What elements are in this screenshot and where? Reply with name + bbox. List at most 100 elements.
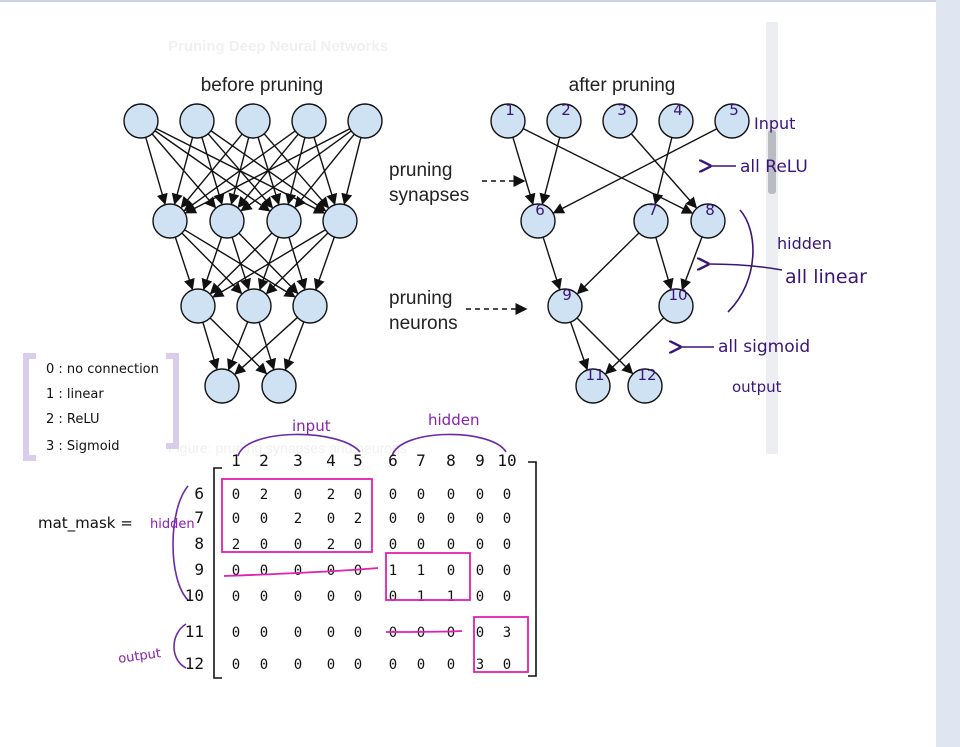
matrix-cell-5-1: 0 bbox=[260, 625, 268, 641]
after-node-4 bbox=[658, 103, 694, 139]
matrix-cell-6-2: 0 bbox=[294, 657, 302, 673]
before-node-0-4 bbox=[347, 103, 383, 139]
matrix-col-header-4: 5 bbox=[353, 451, 363, 470]
all-relu-annotation: all ReLU bbox=[740, 157, 808, 177]
before-node-0-1 bbox=[179, 103, 215, 139]
before-node-2-1 bbox=[236, 288, 272, 324]
matrix-cell-0-2: 0 bbox=[294, 487, 302, 503]
before-node-1-0 bbox=[152, 203, 188, 239]
hidden-group-brace bbox=[391, 433, 507, 457]
after-edges bbox=[512, 127, 718, 375]
before-edge-0-0-0 bbox=[145, 137, 168, 206]
legend-item-0: 0 : no connection bbox=[46, 362, 159, 377]
matrix-cell-2-3: 2 bbox=[327, 537, 335, 553]
faded-figure-title: Pruning Deep Neural Networks bbox=[168, 38, 389, 55]
before-edge-1-0-1 bbox=[181, 232, 243, 295]
before-node-2-2 bbox=[292, 288, 328, 324]
side-panel bbox=[936, 0, 960, 747]
before-edge-2-1-0 bbox=[227, 321, 249, 371]
after-node-2 bbox=[546, 103, 582, 139]
before-edge-0-4-1 bbox=[240, 130, 352, 212]
matrix-cell-5-0: 0 bbox=[232, 625, 240, 641]
matrix-col-header-5: 6 bbox=[388, 451, 398, 470]
legend-left-bracket bbox=[23, 353, 36, 461]
hidden-row-brace bbox=[172, 485, 189, 601]
after-edge-1-8 bbox=[522, 127, 694, 214]
before-edge-1-3-1 bbox=[265, 232, 329, 295]
matrix-col-header-0: 1 bbox=[231, 451, 241, 470]
matrix-col-header-3: 4 bbox=[326, 451, 336, 470]
matrix-cell-0-8: 0 bbox=[476, 487, 484, 503]
matrix-cell-4-1: 0 bbox=[260, 589, 268, 605]
faded-figure-caption: Figure: pruning synapses and neurons bbox=[168, 440, 407, 456]
matrix-row-header-5: 11 bbox=[185, 622, 204, 641]
before-node-0-3 bbox=[291, 103, 327, 139]
after-node-8 bbox=[690, 203, 726, 239]
after-edge-4-7 bbox=[652, 137, 673, 205]
row11-strike bbox=[385, 630, 463, 633]
matrix-col-header-1: 2 bbox=[259, 451, 269, 470]
matrix-cell-0-5: 0 bbox=[389, 487, 397, 503]
matrix-cell-4-6: 1 bbox=[417, 589, 425, 605]
matrix-cell-4-4: 0 bbox=[354, 589, 362, 605]
matrix-cell-3-5: 1 bbox=[389, 563, 397, 579]
after-node-number-5: 5 bbox=[729, 101, 739, 119]
matrix-cell-5-5: 0 bbox=[389, 625, 397, 641]
pruning-neurons-line1: pruning bbox=[389, 288, 452, 309]
matrix-cell-1-7: 0 bbox=[447, 511, 455, 527]
matrix-col-header-6: 7 bbox=[416, 451, 426, 470]
matrix-cell-6-3: 0 bbox=[327, 657, 335, 673]
row9-strike bbox=[223, 567, 379, 577]
after-node-number-6: 6 bbox=[535, 201, 545, 219]
after-node-number-2: 2 bbox=[561, 101, 571, 119]
matrix-col-header-7: 8 bbox=[446, 451, 456, 470]
matrix-cell-1-2: 2 bbox=[294, 511, 302, 527]
matrix-cell-1-9: 0 bbox=[503, 511, 511, 527]
matrix-row-header-6: 12 bbox=[185, 654, 204, 673]
matrix-cell-5-2: 0 bbox=[294, 625, 302, 641]
matrix-cell-4-9: 0 bbox=[503, 589, 511, 605]
matrix-cell-3-4: 0 bbox=[354, 563, 362, 579]
after-node-number-3: 3 bbox=[617, 101, 627, 119]
scrollbar-thumb[interactable] bbox=[768, 130, 776, 194]
after-node-6 bbox=[520, 203, 556, 239]
matrix-cell-3-1: 0 bbox=[260, 563, 268, 579]
before-node-1-3 bbox=[322, 203, 358, 239]
matrix-cell-1-3: 0 bbox=[327, 511, 335, 527]
before-edge-0-1-0 bbox=[171, 137, 194, 205]
after-node-number-4: 4 bbox=[673, 101, 683, 119]
after-edge-5-6 bbox=[552, 128, 718, 214]
matrix-cell-6-1: 0 bbox=[260, 657, 268, 673]
matrix-cell-6-7: 0 bbox=[447, 657, 455, 673]
matrix-cell-2-2: 0 bbox=[294, 537, 302, 553]
after-node-7 bbox=[633, 203, 669, 239]
matrix-cell-1-5: 0 bbox=[389, 511, 397, 527]
before-edge-0-3-0 bbox=[183, 130, 296, 212]
matrix-col-header-2: 3 bbox=[293, 451, 303, 470]
hidden-brace bbox=[727, 209, 754, 313]
matrix-cell-0-9: 0 bbox=[503, 487, 511, 503]
matrix-cell-6-8: 3 bbox=[476, 657, 484, 673]
before-edge-0-2-0 bbox=[180, 133, 243, 209]
matrix-cell-4-8: 0 bbox=[476, 589, 484, 605]
after-edge-6-9 bbox=[542, 236, 562, 291]
after-node-5 bbox=[714, 103, 750, 139]
legend-item-2: 2 : ReLU bbox=[46, 412, 99, 427]
linear-pointer-arrow bbox=[708, 264, 783, 271]
matrix-row-header-0: 6 bbox=[194, 484, 204, 503]
matrix-cell-4-5: 0 bbox=[389, 589, 397, 605]
after-node-11 bbox=[575, 368, 611, 404]
before-pruning-label: before pruning bbox=[201, 75, 324, 96]
after-node-12 bbox=[627, 368, 663, 404]
input-group-brace bbox=[237, 433, 361, 457]
after-edge-9-12 bbox=[576, 317, 634, 375]
after-node-1 bbox=[490, 103, 526, 139]
after-edge-9-11 bbox=[569, 321, 590, 371]
before-edge-1-0-0 bbox=[174, 236, 195, 291]
legend-item-3: 3 : Sigmoid bbox=[46, 439, 120, 454]
after-edge-8-10 bbox=[680, 236, 703, 291]
